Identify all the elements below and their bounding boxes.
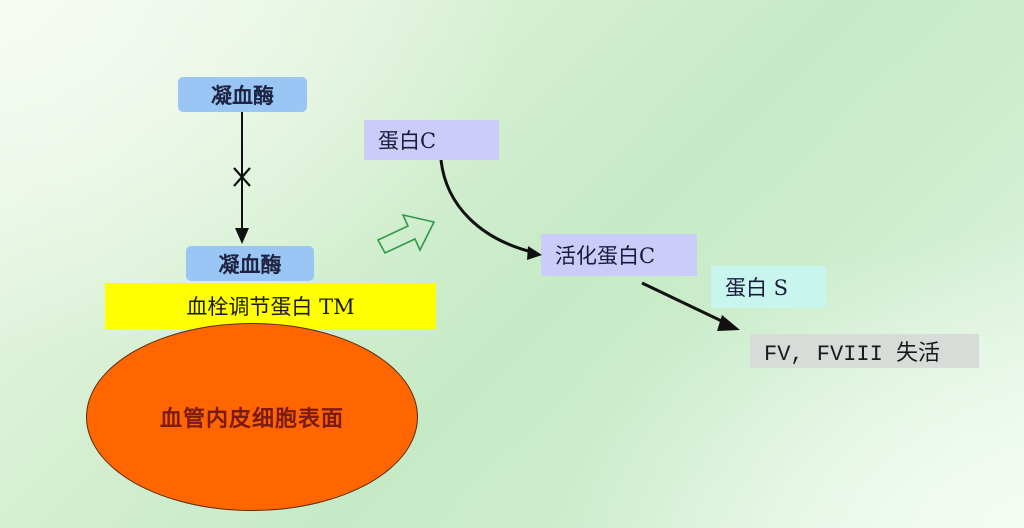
protein-s-box: 蛋白 S	[711, 266, 826, 308]
thrombin-bound-box: 凝血酶	[186, 246, 314, 281]
thrombin-bound-label: 凝血酶	[218, 252, 282, 277]
endothelial-cell-ellipse: 血管内皮细胞表面	[86, 323, 418, 511]
thrombin-binding-arrow	[235, 112, 249, 244]
inactivation-label: FV, FVIII 失活	[764, 342, 941, 367]
x-cross-icon	[233, 167, 251, 187]
protein-c-box: 蛋白C	[364, 120, 499, 160]
hollow-block-arrow-icon	[376, 213, 436, 255]
activation-curved-arrow	[439, 159, 542, 260]
activated-protein-c-box: 活化蛋白C	[541, 234, 697, 276]
protein-c-label: 蛋白C	[378, 129, 437, 153]
thrombin-top-box: 凝血酶	[178, 77, 307, 112]
thrombomodulin-label: 血栓调节蛋白 TM	[186, 295, 355, 319]
fv-fviii-inactivation-box: FV, FVIII 失活	[750, 334, 979, 368]
thrombomodulin-bar: 血栓调节蛋白 TM	[105, 283, 436, 329]
protein-s-label: 蛋白 S	[725, 276, 789, 300]
thrombin-top-label: 凝血酶	[211, 83, 274, 108]
endothelial-surface-label: 血管内皮细胞表面	[159, 407, 344, 432]
activated-protein-c-label: 活化蛋白C	[555, 244, 656, 268]
